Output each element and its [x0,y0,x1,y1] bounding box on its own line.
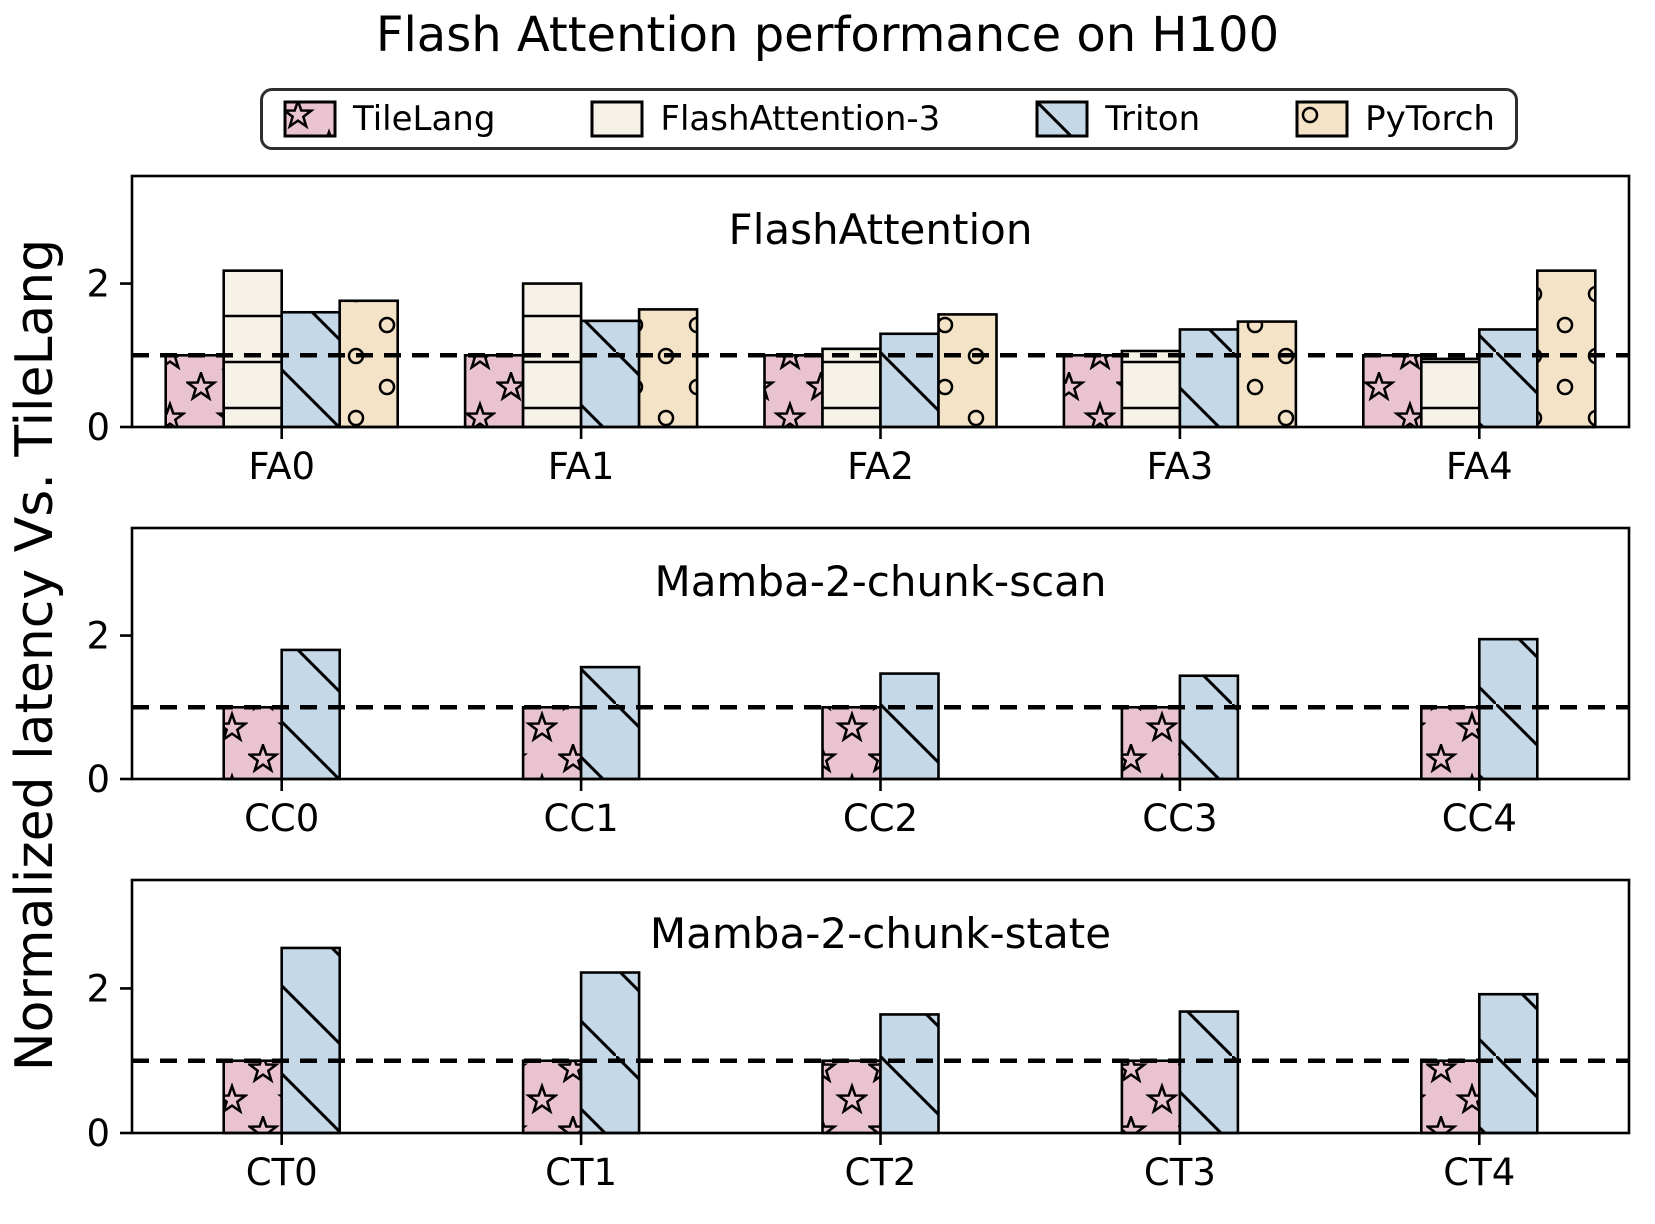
bar-triton-FA1 [579,319,641,429]
subplot-title: FlashAttention [729,205,1033,254]
subplot-mamba-2-chunk-scan: CC0 CC1 CC2 CC3 CC4 0 2 Mamba-2-chunk-scan [86,526,1631,840]
x-tick-label-CT3: CT3 [1144,1151,1216,1194]
legend-swatch-tilelang [283,100,337,138]
x-tick-label-FA3: FA3 [1147,445,1214,488]
legend-label-triton: Triton [1105,99,1201,139]
bar-triton-FA3 [1178,328,1240,429]
bar-triton-CT1 [579,971,641,1135]
subplot-flashattention: FA0 FA1 FA2 FA3 FA4 0 2 FlashAttention [86,174,1631,488]
bar-triton-CT0 [280,946,342,1135]
bar-triton-CC0 [280,648,342,781]
legend-label-flashattention3: FlashAttention-3 [660,99,941,139]
x-tick-label-FA0: FA0 [248,445,315,488]
bar-tilelang-FA4 [1362,353,1423,429]
legend-item-tilelang: TileLang [283,99,495,139]
legend-item-flashattention3: FlashAttention-3 [590,99,940,139]
x-tick-label-FA4: FA4 [1446,445,1513,488]
x-tick-label-CT0: CT0 [246,1151,318,1194]
bar-tilelang-CT4 [1420,1059,1481,1135]
bar-tilelang-CT1 [521,1059,583,1135]
bar-triton-CT3 [1178,1010,1240,1135]
figure-title: Flash Attention performance on H100 [375,7,1280,63]
bar-triton-CC2 [879,672,940,781]
bar-tilelang-CC3 [1120,705,1182,781]
bar-tilelang-FA2 [763,353,824,429]
bar-tilelang-FA3 [1062,353,1124,429]
legend-label-pytorch: PyTorch [1365,99,1495,139]
bar-flashattention3-FA4 [1420,357,1481,429]
bar-flashattention3-FA2 [821,347,882,429]
legend-item-triton: Triton [1035,99,1200,139]
x-tick-label-CC1: CC1 [543,797,618,840]
subplot-mamba-2-chunk-state: CT0 CT1 CT2 CT3 CT4 0 2 Mamba-2-chunk-state [86,878,1631,1194]
bar-pytorch-FA0 [338,299,400,429]
bar-pytorch-FA4 [1536,269,1597,429]
y-tick-label-2: 2 [86,967,110,1010]
legend-item-pytorch: PyTorch [1295,99,1495,139]
axes-frame [130,526,1631,781]
legend-label-tilelang: TileLang [353,99,496,139]
x-tick-label-CC3: CC3 [1142,797,1217,840]
y-tick-label-2: 2 [86,263,110,306]
bar-triton-CT2 [879,1013,940,1135]
axes-frame [130,174,1631,429]
bar-flashattention3-FA3 [1120,349,1182,429]
legend-swatch-triton [1035,100,1089,138]
x-tick-label-FA1: FA1 [548,445,615,488]
bar-tilelang-CT0 [222,1059,283,1135]
bar-tilelang-CT3 [1120,1059,1182,1135]
y-tick-label-2: 2 [86,615,110,658]
x-tick-label-CT4: CT4 [1443,1151,1515,1194]
x-tick-label-CC2: CC2 [843,797,918,840]
bar-tilelang-FA0 [164,353,225,429]
bar-tilelang-FA1 [463,353,525,429]
subplot-title: Mamba-2-chunk-state [650,909,1111,958]
bar-tilelang-CT2 [821,1059,882,1135]
bar-triton-CC1 [579,665,641,781]
axes-frame [130,878,1631,1135]
bar-tilelang-CC0 [222,705,283,781]
y-axis-label: Normalized latency Vs. TileLang [5,239,65,1072]
bar-tilelang-CC4 [1420,705,1481,781]
bar-triton-FA4 [1478,328,1539,429]
bar-triton-FA0 [280,310,342,429]
legend-swatch-pytorch [1295,100,1349,138]
bar-triton-CT4 [1478,992,1539,1135]
x-tick-label-CC4: CC4 [1442,797,1517,840]
bar-tilelang-CC1 [521,705,583,781]
x-tick-label-CC0: CC0 [244,797,319,840]
y-tick-label-0: 0 [86,406,110,449]
bar-flashattention3-FA0 [222,269,283,429]
legend: TileLang FlashAttention-3 Triton PyTorch [260,88,1518,150]
y-tick-label-0: 0 [86,1112,110,1155]
legend-swatch-flashattention3 [590,100,644,138]
x-tick-label-CT1: CT1 [545,1151,617,1194]
bar-pytorch-FA2 [937,313,998,429]
bar-pytorch-FA3 [1236,320,1298,429]
bar-triton-FA2 [879,332,940,429]
bar-tilelang-CC2 [821,705,882,781]
x-tick-label-CT2: CT2 [845,1151,917,1194]
bar-triton-CC3 [1178,674,1240,781]
x-tick-label-FA2: FA2 [847,445,914,488]
bar-pytorch-FA1 [637,308,699,429]
subplot-title: Mamba-2-chunk-scan [654,557,1106,606]
y-tick-label-0: 0 [86,758,110,801]
